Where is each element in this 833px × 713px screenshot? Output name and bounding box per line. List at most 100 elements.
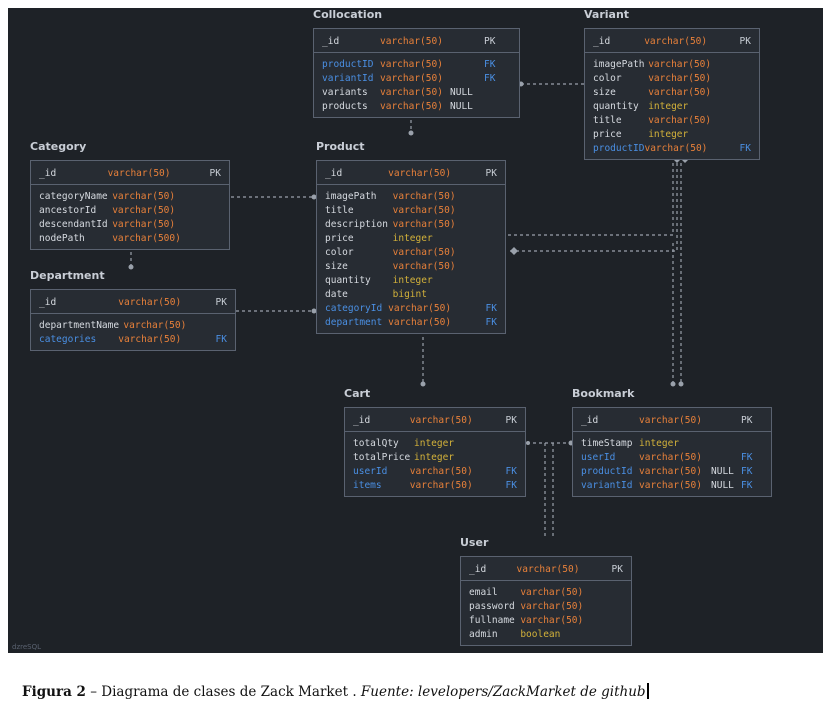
- column-key: FK: [505, 480, 517, 491]
- column-type: varchar(50): [639, 415, 702, 426]
- column-nullable: [490, 451, 517, 465]
- column-nullable: [724, 114, 751, 128]
- column-key: PK: [209, 168, 221, 179]
- figure-caption: Figura 2 – Diagrama de clases de Zack Ma…: [22, 683, 649, 700]
- column-nullable: [460, 164, 485, 184]
- column-type: varchar(50): [639, 480, 702, 491]
- column-type: varchar(50): [107, 168, 171, 179]
- entity-title: Department: [30, 269, 105, 282]
- column-name: imagePath: [593, 59, 645, 70]
- column-name: email: [469, 587, 498, 598]
- column-nullable: [724, 86, 751, 100]
- column-key: FK: [741, 452, 753, 463]
- column-name: timeStamp: [581, 438, 633, 449]
- column-nullable: [481, 479, 506, 493]
- column-nullable: [450, 32, 484, 52]
- column-name: _id: [39, 297, 57, 308]
- column-type: varchar(50): [409, 466, 473, 477]
- column-name: variantId: [322, 73, 374, 84]
- column-name: _id: [39, 168, 57, 179]
- column-type: varchar(50): [380, 36, 443, 47]
- link-diamond-marker: [510, 247, 518, 255]
- column-type: varchar(50): [380, 73, 443, 84]
- column-nullable: [194, 190, 221, 204]
- column-name: userId: [353, 466, 388, 477]
- column-name: date: [325, 289, 348, 300]
- column-type: varchar(50): [516, 564, 580, 575]
- primary-key-row[interactable]: _id varchar(50) PK: [31, 164, 229, 185]
- column-nullable: NULL: [450, 101, 473, 112]
- caption-text: Diagrama de clases de Zack Market .: [101, 684, 361, 700]
- entity-title: User: [460, 536, 489, 549]
- column-nullable: [460, 316, 485, 330]
- column-nullable: [587, 560, 612, 580]
- column-nullable: [470, 204, 497, 218]
- column-nullable: [194, 218, 221, 232]
- column-name: _id: [353, 415, 371, 426]
- link-endpoint: [408, 130, 414, 136]
- column-nullable: [190, 333, 215, 347]
- column-key: FK: [741, 480, 753, 491]
- column-key: FK: [485, 303, 497, 314]
- column-nullable: [470, 288, 497, 302]
